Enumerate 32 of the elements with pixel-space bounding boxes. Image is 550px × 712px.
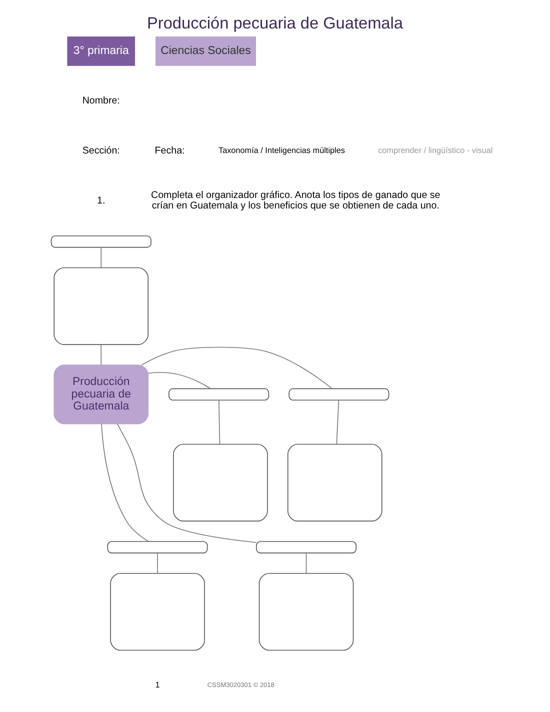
label: comprender / lingüístico - visual [378, 146, 493, 155]
connector [141, 346, 332, 389]
label: 1 [155, 680, 160, 690]
label: Taxonomía / Inteligencias múltiples [218, 146, 345, 155]
label: Nombre: [82, 96, 120, 107]
node-box [107, 541, 208, 554]
connector [157, 552, 158, 574]
node-box [50, 235, 152, 248]
connector [117, 424, 257, 543]
node-box [54, 267, 149, 345]
node-box [256, 541, 357, 554]
connector [148, 372, 211, 390]
node-box [258, 572, 354, 651]
label: 3° primaria [73, 45, 129, 58]
diagram-title: Producción pecuaria de Guatemala [147, 14, 403, 32]
node-box [287, 444, 382, 522]
node-box [110, 572, 205, 651]
label: Ciencias Sociales [160, 45, 251, 58]
node-box [173, 444, 268, 522]
label: Completa el organizador gráfico. Anota los tipos de ganado que se crían en Guatemala y los beneficios que se obtienen de cada uno. [151, 190, 440, 212]
label: 1. [97, 195, 106, 206]
label: Sección: [82, 145, 120, 156]
connector [101, 424, 149, 542]
connector [100, 246, 102, 268]
node-box [288, 388, 390, 401]
label: Fecha: [154, 145, 185, 156]
connector [218, 400, 220, 445]
connector [336, 400, 340, 445]
node-box [168, 388, 270, 401]
connector [100, 344, 102, 366]
node-box: Producción pecuaria de Guatemala [54, 364, 149, 424]
connector [306, 552, 307, 574]
